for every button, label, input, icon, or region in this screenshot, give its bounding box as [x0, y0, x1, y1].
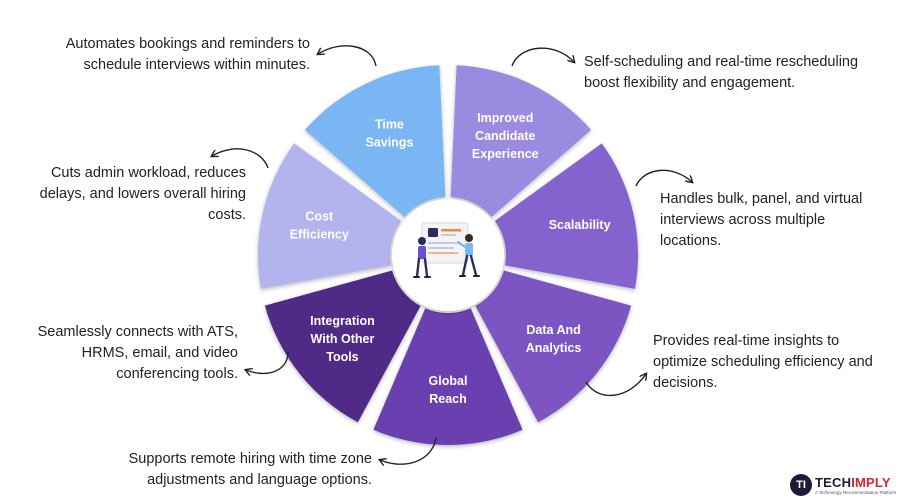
logo-tagline: A Technology Recommendation Platform — [815, 490, 897, 495]
arrow-integration-with-other-tools — [246, 351, 289, 373]
description-line: boost flexibility and engagement. — [584, 75, 796, 91]
description-line: Supports remote hiring with time zone — [128, 451, 372, 467]
arrow-improved-candidate-experience — [511, 47, 574, 67]
description-cost-efficiency: Cuts admin workload, reduces delays, and… — [40, 163, 246, 226]
connector-arrows — [212, 45, 692, 464]
wheel-label-line: Integration — [310, 314, 375, 328]
wheel-segment-data-and-analytics — [475, 270, 632, 423]
description-data-and-analytics: Provides real-time insights to optimize … — [653, 331, 873, 394]
description-line: Provides real-time insights to — [653, 333, 840, 349]
description-line: interviews across multiple — [660, 212, 826, 228]
wheel-segment-cost-efficiency — [258, 143, 402, 289]
arrow-cost-efficiency — [212, 148, 269, 169]
logo-wordmark-main: TECH — [815, 475, 852, 490]
logo-mark-icon: TI — [790, 474, 812, 496]
arrow-scalability — [635, 169, 692, 187]
wheel-label-line: Global — [429, 374, 468, 388]
description-line: costs. — [208, 207, 246, 223]
description-line: Cuts admin workload, reduces — [50, 165, 246, 181]
wheel-label-line: Tools — [326, 350, 358, 364]
description-line: adjustments and language options. — [147, 472, 372, 488]
wheel-label-line: Data And — [526, 323, 580, 337]
logo-wordmark-accent: IMPLY — [851, 475, 891, 490]
logo-wordmark: TECHIMPLY — [815, 475, 891, 490]
interview-illustration-icon — [413, 222, 480, 278]
description-line: Automates bookings and reminders to — [65, 36, 310, 52]
wheel-label-line: Savings — [365, 135, 413, 149]
description-scalability: Handles bulk, panel, and virtual intervi… — [660, 189, 862, 252]
description-line: Seamlessly connects with ATS, — [37, 324, 238, 340]
wheel-label-line: Analytics — [526, 341, 582, 355]
techimply-logo: TI TECHIMPLY A Technology Recommendation… — [790, 474, 900, 498]
description-time-savings: Automates bookings and reminders to sche… — [66, 34, 310, 76]
wheel-label-line: Improved — [477, 111, 533, 125]
description-improved-candidate-experience: Self-scheduling and real-time rescheduli… — [584, 52, 858, 94]
arrow-global-reach — [380, 437, 437, 464]
wheel-label-line: Time — [375, 117, 404, 131]
wheel-label-line: Candidate — [475, 129, 535, 143]
wheel-segment-improved-candidate-experience — [450, 65, 592, 217]
wheel-segment-time-savings — [304, 65, 446, 217]
description-line: optimize scheduling efficiency and — [653, 354, 873, 370]
wheel-segment-scalability — [494, 143, 638, 289]
wheel-label-scalability: Scalability — [549, 218, 611, 232]
description-line: conferencing tools. — [116, 366, 238, 382]
wheel-label-line: Experience — [472, 147, 539, 161]
description-integration-with-other-tools: Seamlessly connects with ATS, HRMS, emai… — [38, 322, 238, 385]
description-line: HRMS, email, and video — [81, 345, 238, 361]
wheel-label-line: With Other — [311, 332, 375, 346]
wheel-segment-integration-with-other-tools — [264, 270, 421, 423]
description-line: Self-scheduling and real-time rescheduli… — [584, 54, 859, 70]
arrow-data-and-analytics — [585, 374, 646, 397]
wheel-label-line: Cost — [305, 210, 334, 224]
description-line: delays, and lowers overall hiring — [39, 186, 246, 202]
description-line: decisions. — [653, 375, 718, 391]
description-line: Handles bulk, panel, and virtual — [660, 191, 863, 207]
wheel-label-line: Efficiency — [290, 228, 349, 242]
description-line: locations. — [660, 233, 722, 249]
wheel-segment-global-reach — [373, 308, 523, 446]
wheel-segments — [258, 65, 638, 446]
description-line: schedule interviews within minutes. — [83, 57, 310, 73]
description-global-reach: Supports remote hiring with time zone ad… — [129, 449, 372, 491]
arrow-time-savings — [318, 45, 377, 67]
wheel-label-line: Scalability — [549, 218, 611, 232]
wheel-label-line: Reach — [429, 392, 467, 406]
